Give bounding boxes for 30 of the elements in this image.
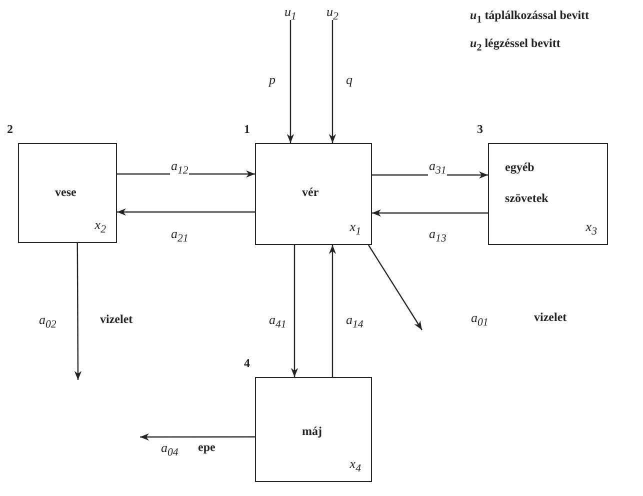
- compartment-name: máj: [302, 423, 323, 440]
- input-label: u$_{1}$: [283, 3, 298, 26]
- arrow: [290, 245, 298, 377]
- compartment-number: 3: [477, 122, 483, 137]
- arrow: [117, 208, 255, 216]
- state-variable: x$_{3}$: [586, 219, 597, 238]
- arrow: [117, 170, 255, 178]
- compartment-name: vese: [55, 184, 78, 201]
- annotation: vizelet: [100, 312, 133, 327]
- compartment-number: 1: [244, 122, 250, 137]
- annotation: vizelet: [534, 310, 567, 325]
- compartment-number: 4: [244, 356, 250, 371]
- arrow: [140, 433, 255, 441]
- arrow: [74, 243, 82, 380]
- arrow: [372, 171, 488, 179]
- input-label: u$_{2}$: [325, 3, 340, 26]
- arrow: [286, 20, 294, 143]
- compartment-name: vér: [302, 184, 320, 201]
- arrow: [372, 209, 488, 217]
- compartment-name: egyéb szövetek: [505, 159, 550, 208]
- arrow: [328, 20, 336, 143]
- arrow: [328, 245, 336, 377]
- annotation: u$_{2}$ légzéssel bevitt: [470, 36, 560, 54]
- compartment-number: 2: [7, 122, 13, 137]
- annotation: u$_{1}$ táplálkozással bevitt: [470, 8, 590, 26]
- state-variable: x$_{1}$: [350, 219, 361, 238]
- state-variable: x$_{4}$: [350, 456, 361, 475]
- state-variable: x$_{2}$: [94, 217, 106, 236]
- arrow: [368, 244, 422, 330]
- annotation: epe: [198, 440, 216, 455]
